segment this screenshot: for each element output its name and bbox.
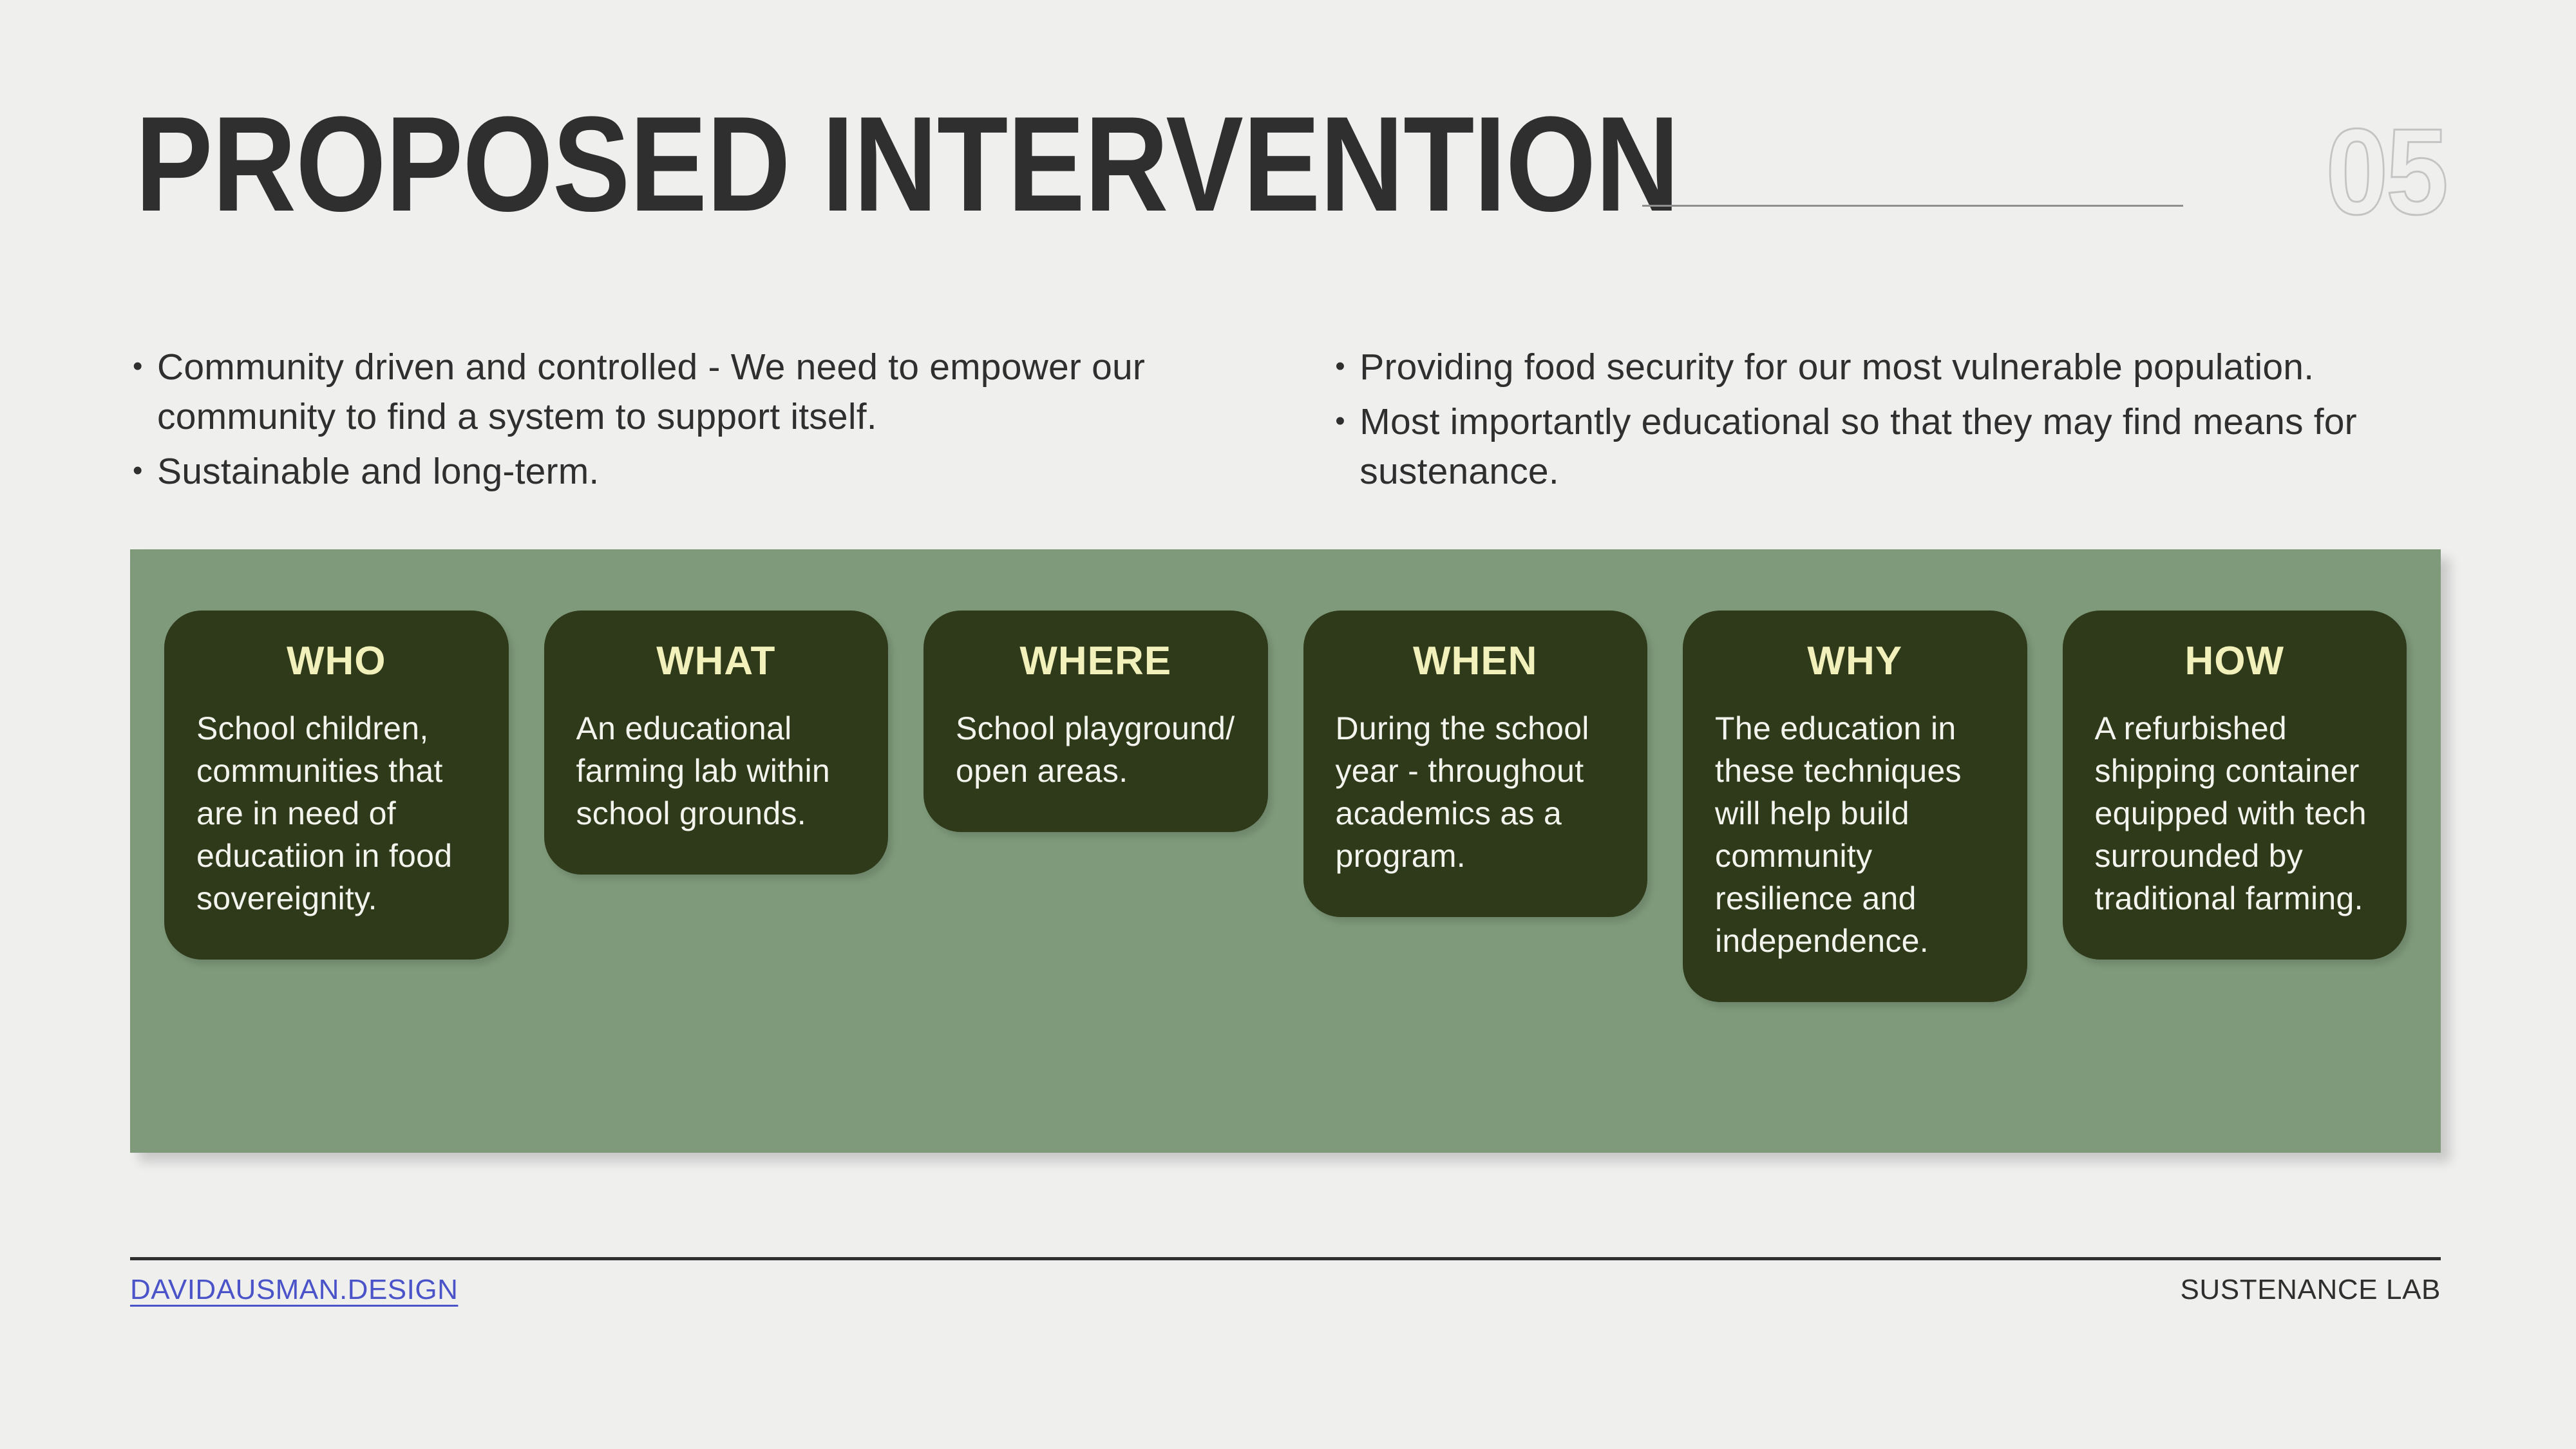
- card-title: WHY: [1807, 639, 1903, 683]
- card-row: WHO School children, communities that ar…: [164, 611, 2407, 1002]
- footer-website-link[interactable]: DAVIDAUSMAN.DESIGN: [130, 1274, 459, 1305]
- bullet-columns: Community driven and controlled - We nee…: [130, 341, 2446, 502]
- card-when[interactable]: WHEN During the school year - throughout…: [1303, 611, 1647, 917]
- footer-brand-label: SUSTENANCE LAB: [2180, 1274, 2441, 1305]
- card-title: WHO: [286, 639, 386, 683]
- card-body: School children, communities that are in…: [196, 710, 453, 916]
- card-body: A refurbished shipping container equippe…: [2094, 710, 2367, 916]
- bullet-column-left: Community driven and controlled - We nee…: [130, 341, 1294, 502]
- card-title: WHAT: [656, 639, 776, 683]
- bullet-item: Providing food security for our most vul…: [1332, 341, 2446, 392]
- bullet-list-right: Providing food security for our most vul…: [1332, 341, 2446, 497]
- bullet-item: Community driven and controlled - We nee…: [130, 341, 1294, 442]
- card-body: School playground/ open areas.: [956, 710, 1235, 789]
- card-what[interactable]: WHAT An educational farming lab within s…: [544, 611, 888, 875]
- card-body: An educational farming lab within school…: [576, 710, 830, 831]
- card-title: WHERE: [1019, 639, 1172, 683]
- bullet-column-right: Providing food security for our most vul…: [1332, 341, 2446, 502]
- card-why[interactable]: WHY The education in these techniques wi…: [1683, 611, 2027, 1002]
- card-where[interactable]: WHERE School playground/ open areas.: [923, 611, 1268, 832]
- slide-footer: DAVIDAUSMAN.DESIGN SUSTENANCE LAB: [130, 1272, 2441, 1308]
- card-body: The education in these techniques will h…: [1715, 710, 1962, 959]
- card-title: WHEN: [1413, 639, 1538, 683]
- card-who[interactable]: WHO School children, communities that ar…: [164, 611, 509, 960]
- header-divider-rule: [1642, 205, 2183, 207]
- bullet-item: Most importantly educational so that the…: [1332, 396, 2446, 497]
- page-title: PROPOSED INTERVENTION: [135, 88, 1680, 240]
- page-number-badge: 05: [2325, 104, 2450, 240]
- slide-header: PROPOSED INTERVENTION 05: [130, 91, 2450, 264]
- card-how[interactable]: HOW A refurbished shipping container equ…: [2062, 611, 2407, 960]
- bullet-item: Sustainable and long-term.: [130, 446, 1294, 497]
- bullet-list-left: Community driven and controlled - We nee…: [130, 341, 1294, 497]
- card-body: During the school year - throughout acad…: [1335, 710, 1589, 874]
- footer-divider-rule: [130, 1257, 2441, 1260]
- card-title: HOW: [2184, 639, 2285, 683]
- five-w-panel: WHO School children, communities that ar…: [130, 549, 2441, 1153]
